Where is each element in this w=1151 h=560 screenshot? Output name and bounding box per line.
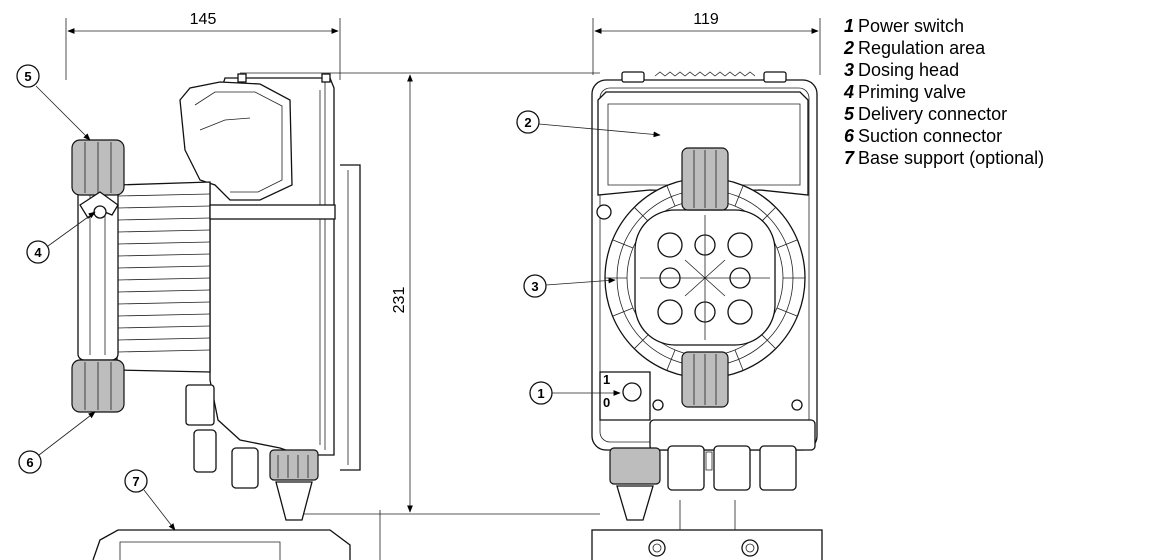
callout-7-label: 7 — [132, 474, 139, 489]
legend-num: 6 — [844, 126, 855, 146]
front-width-label: 119 — [693, 11, 719, 28]
callout-1-label: 1 — [537, 386, 544, 401]
legend-label: Delivery connector — [858, 104, 1008, 124]
side-view — [71, 73, 361, 521]
dimension-side-width: 145 — [65, 11, 341, 80]
legend-label: Base support (optional) — [858, 148, 1045, 168]
callout-3-label: 3 — [531, 279, 538, 294]
callout-5: 5 — [16, 64, 91, 141]
front-view: 1 0 — [591, 71, 818, 521]
callout-1: 1 — [529, 381, 621, 405]
legend-num: 3 — [844, 60, 855, 80]
callout-7: 7 — [124, 469, 176, 531]
legend-num: 5 — [844, 104, 855, 124]
callout-4-label: 4 — [34, 245, 42, 260]
priming-valve-knob — [79, 191, 119, 219]
dimension-front-width: 119 — [592, 11, 821, 75]
legend-num: 2 — [844, 38, 855, 58]
svg-text:0: 0 — [603, 395, 610, 410]
callout-5-label: 5 — [24, 69, 31, 84]
callout-6: 6 — [18, 411, 96, 474]
base-support-front — [591, 500, 823, 560]
side-width-label: 145 — [190, 11, 217, 28]
dosing-head-bolts — [657, 232, 753, 325]
callout-2-label: 2 — [524, 115, 531, 130]
callout-2: 2 — [516, 110, 661, 138]
height-label: 231 — [391, 287, 408, 314]
legend-label: Suction connector — [858, 126, 1003, 146]
legend-label: Power switch — [858, 16, 965, 36]
regulation-area-hood — [597, 91, 809, 196]
dimension-height: 2 3 1 — [240, 72, 600, 515]
legend-label: Dosing head — [858, 60, 960, 80]
callout-3: 3 — [523, 274, 616, 298]
legend-num: 4 — [844, 82, 855, 102]
svg-text:1: 1 — [603, 372, 610, 387]
legend-label: Regulation area — [858, 38, 986, 58]
legend-num: 7 — [844, 148, 855, 168]
callout-6-label: 6 — [26, 455, 33, 470]
legend-label: Priming valve — [858, 82, 967, 102]
legend-num: 1 — [844, 16, 855, 36]
base-support-side — [92, 510, 381, 560]
callout-4: 4 — [26, 211, 96, 264]
